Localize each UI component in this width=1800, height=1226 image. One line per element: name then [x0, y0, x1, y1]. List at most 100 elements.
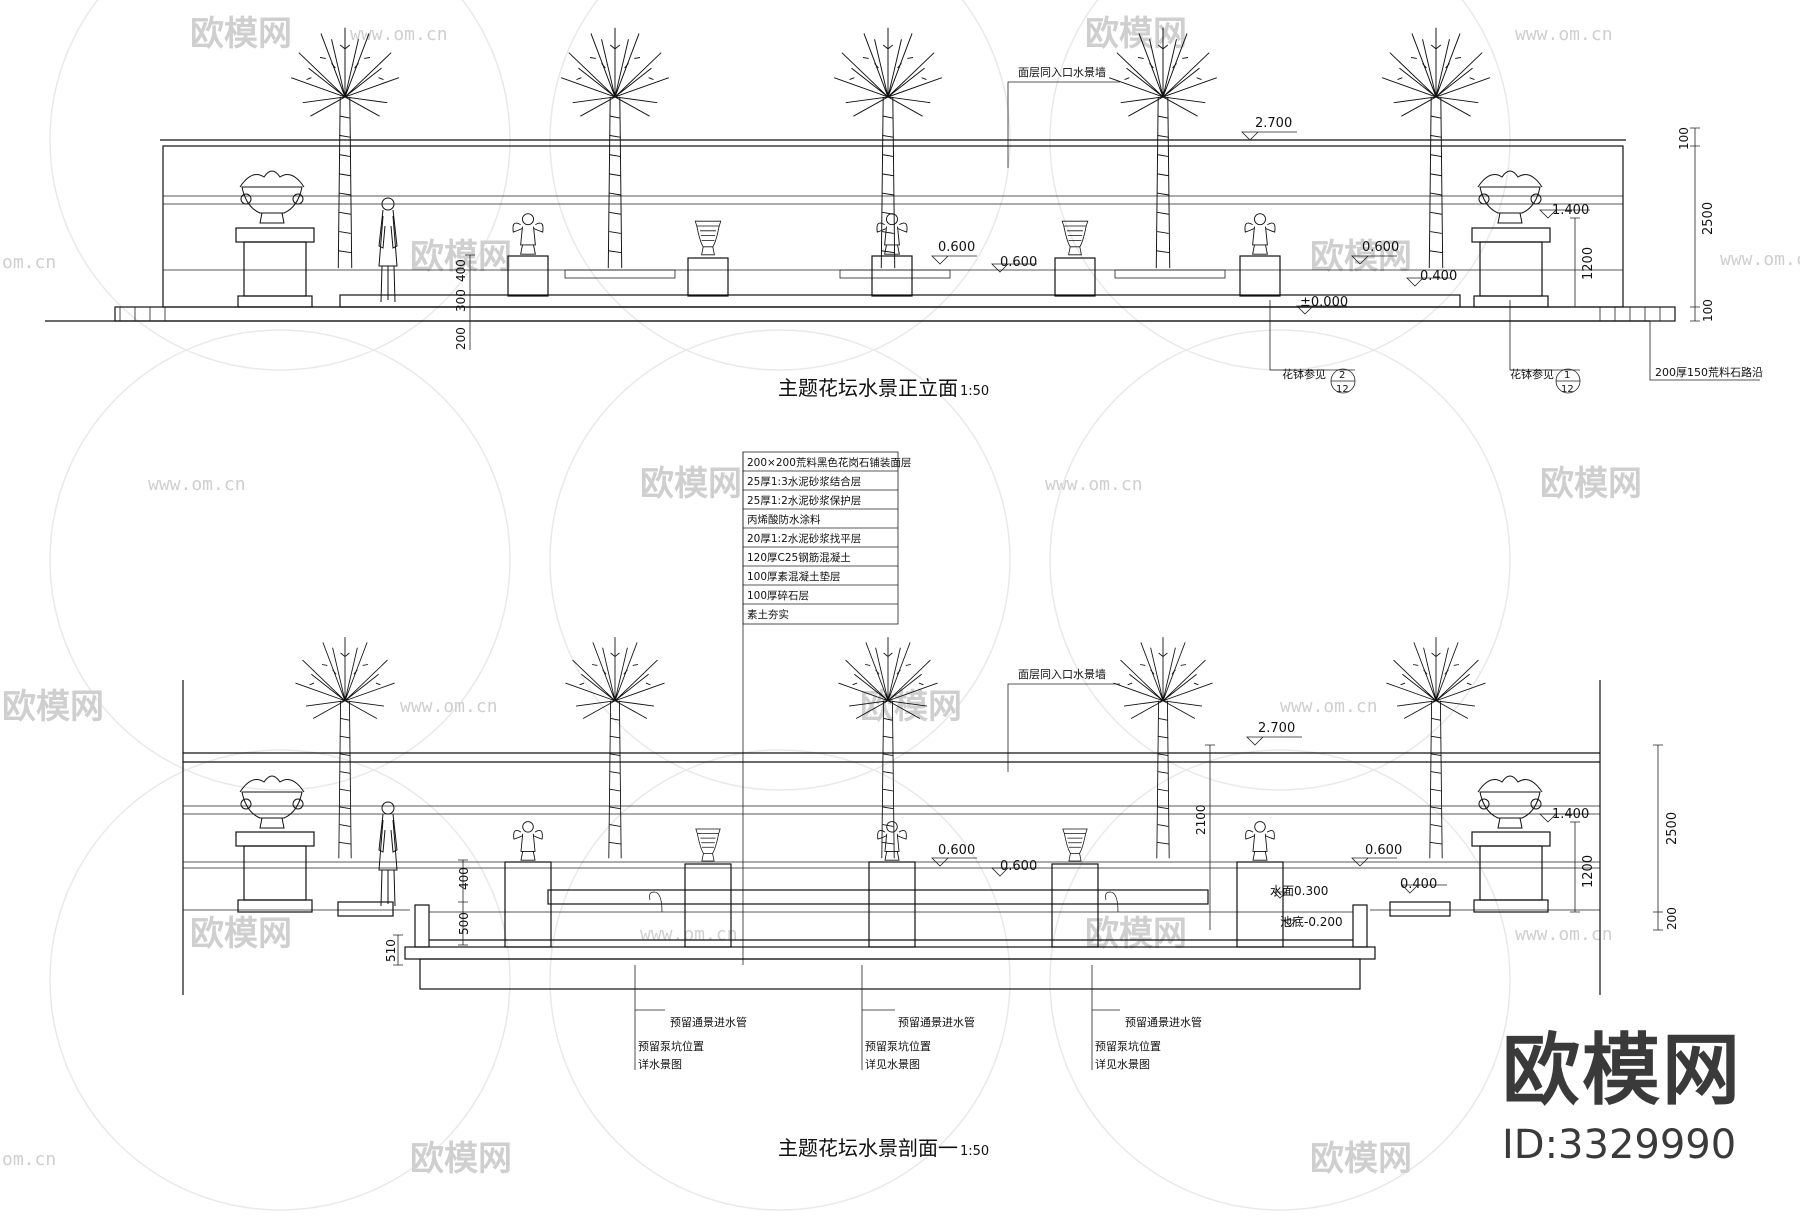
layer-item: 120厚C25钢筋混凝土 — [747, 551, 851, 564]
callout-text: 面层同入口水景墙 — [1018, 65, 1106, 79]
dim-label: 2100 — [1194, 804, 1208, 835]
pipe-note-line: 预留通景进水管 — [898, 1015, 975, 1029]
section-dimension-right: 2500 1200 200 2100 — [1194, 744, 1680, 931]
level-markers: 2.700 1.400 0.600 0.600 0.600 0.400 水面0.… — [931, 721, 1590, 929]
watermark-logo: 欧模网 — [640, 464, 742, 504]
level-label: 0.600 — [1000, 859, 1037, 874]
pillar — [507, 255, 549, 297]
layer-item: 100厚碎石层 — [747, 589, 809, 602]
elevation-planter-front — [1114, 269, 1226, 279]
ref-label: 花钵参见 — [1510, 367, 1554, 381]
vase-ornament — [694, 220, 722, 256]
watermark-url: om.cn — [2, 252, 56, 273]
ref-label: 花钵参见 — [1282, 367, 1326, 381]
callout-text: 面层同入口水景墙 — [1018, 667, 1106, 681]
stone-pillar — [1236, 861, 1284, 948]
vase-ornament — [1061, 220, 1089, 256]
human-figure — [378, 197, 398, 303]
level-label: 水面0.300 — [1270, 884, 1328, 898]
level-label: 2.700 — [1258, 721, 1295, 736]
urn-planter — [1477, 775, 1543, 829]
dim-label: 500 — [457, 912, 471, 935]
stone-pillar — [504, 861, 552, 948]
urn-planter — [239, 170, 305, 224]
side-pedestal — [1471, 227, 1551, 243]
pool-ledge — [337, 901, 394, 917]
pipe-note: 预留通景进水管 预留泵坑位置 详见水景图 — [861, 965, 975, 1071]
elevation-dimension-left: 400 300 200 — [454, 254, 475, 350]
level-label: 1.400 — [1552, 203, 1589, 218]
side-pedestal — [1473, 295, 1549, 308]
elevation-base-band — [114, 306, 1676, 322]
vase-ornament — [695, 828, 721, 862]
brand-name: 欧模网 — [1501, 1026, 1742, 1116]
elevation-drawing: 面层同入口水景墙 2.700 1.400 0.600 0.600 0.600 0… — [45, 27, 1763, 400]
level-label: 2.700 — [1255, 116, 1292, 131]
pipe-note-line: 详水景图 — [638, 1057, 682, 1071]
brand-id: ID:3329990 — [1501, 1122, 1737, 1168]
watermark-url: www.om.cn — [148, 474, 246, 495]
stone-pillar — [1051, 863, 1099, 948]
level-label: 1.400 — [1552, 807, 1589, 822]
watermark-logo: 欧模网 — [1085, 914, 1187, 954]
section-title: 主题花坛水景剖面一 — [778, 1136, 958, 1160]
layer-spec-table: 200×200荒料黑色花岗石铺装面层 25厚1:3水泥砂浆结合层 25厚1:2水… — [742, 451, 911, 965]
watermark-url: www.om.cn — [1720, 249, 1800, 270]
elevation-title: 主题花坛水景正立面 — [778, 376, 958, 400]
elevation-base-hatch — [119, 307, 1661, 321]
detail-reference: 花钵参见 1 12 — [1509, 300, 1581, 395]
side-pedestal — [237, 899, 313, 913]
watermark-url: www.om.cn — [1515, 924, 1613, 945]
palm-tree — [290, 27, 400, 269]
dim-label: 200 — [1665, 907, 1679, 930]
callout-leader — [1007, 683, 1120, 772]
cherub-statue — [1245, 821, 1275, 861]
layer-item: 20厚1:2水泥砂浆找平层 — [747, 532, 861, 545]
pool-ledge — [1389, 901, 1451, 917]
dim-label: 1200 — [1581, 247, 1596, 280]
elevation-planter-front — [839, 269, 951, 279]
watermark-logo: 欧模网 — [190, 14, 292, 54]
level-label: 0.400 — [1420, 269, 1457, 284]
watermark-url: om.cn — [2, 1149, 56, 1170]
palm-tree — [1381, 27, 1491, 269]
stone-pillar — [868, 861, 916, 948]
paving-note-text: 200厚150荒料石路沿 — [1655, 365, 1763, 379]
dim-label: 2500 — [1665, 812, 1680, 845]
pipe-note-line: 详见水景图 — [865, 1057, 920, 1071]
ref-num: 2 — [1339, 370, 1345, 381]
dim-label: 400 — [457, 867, 471, 890]
level-label: 0.600 — [938, 843, 975, 858]
pipe-note-line: 预留泵坑位置 — [638, 1039, 704, 1053]
pool-gravel — [419, 958, 1361, 990]
ref-num: 1 — [1564, 370, 1570, 381]
elevation-planter-front — [564, 269, 676, 279]
level-label: 0.600 — [1000, 255, 1037, 270]
side-pedestal — [243, 845, 307, 901]
side-pedestal — [235, 831, 315, 847]
level-label: 0.600 — [1365, 843, 1402, 858]
cherub-statue — [1244, 213, 1276, 255]
planter-soil — [547, 889, 1209, 905]
level-label: 池底-0.200 — [1280, 914, 1343, 929]
palm-tree — [564, 636, 666, 859]
vase-ornament — [1062, 828, 1088, 862]
callout-leader — [1007, 81, 1120, 168]
watermark-url: www.om.cn — [350, 24, 448, 45]
layer-item: 200×200荒料黑色花岗石铺装面层 — [747, 456, 911, 469]
watermark-logo: 欧模网 — [2, 687, 104, 727]
side-pedestal — [1471, 831, 1551, 847]
dim-label: 300 — [454, 289, 468, 312]
palm-tree — [1108, 27, 1218, 269]
side-pedestal — [235, 227, 315, 243]
section-scale: 1:50 — [960, 1144, 989, 1159]
elevation-scale: 1:50 — [960, 384, 989, 399]
dim-label: 510 — [384, 939, 398, 962]
detail-reference: 花钵参见 2 12 — [1269, 300, 1356, 395]
urn-planter — [239, 775, 305, 829]
palm-tree — [1385, 636, 1487, 859]
watermark-arc-lines — [49, 0, 1511, 1211]
level-label: 0.600 — [1362, 240, 1399, 255]
pipe-note-line: 详见水景图 — [1095, 1057, 1150, 1071]
fountain-jet — [1105, 891, 1119, 913]
